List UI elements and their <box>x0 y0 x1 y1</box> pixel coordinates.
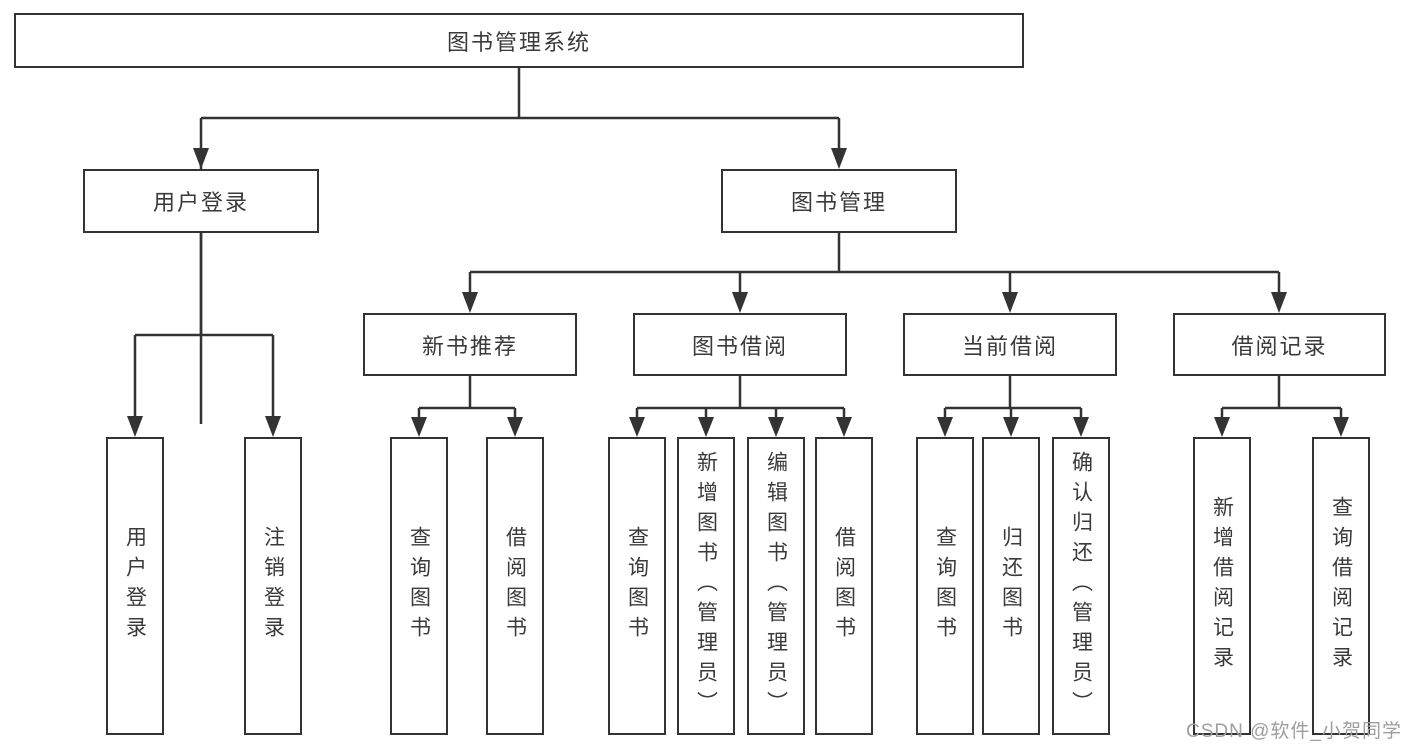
leaf-user-login: 用户登录 <box>106 437 164 735</box>
leaf-query-books-borrowing: 查询图书 <box>608 437 666 735</box>
connector-borrowing-records-branch <box>1214 376 1349 437</box>
node-root: 图书管理系统 <box>14 13 1024 68</box>
connector-root-to-level2 <box>193 68 847 424</box>
leaf-query-books-current: 查询图书 <box>916 437 974 735</box>
leaf-return-books: 归还图书 <box>982 437 1040 735</box>
leaf-confirm-return-admin: 确认归还（管理员） <box>1052 437 1110 735</box>
leaf-query-borrow-record: 查询借阅记录 <box>1312 437 1370 735</box>
node-book-management: 图书管理 <box>721 169 957 233</box>
connector-new-book-branch <box>411 376 523 437</box>
leaf-add-books-admin: 新增图书（管理员） <box>677 437 735 735</box>
leaf-logout: 注销登录 <box>244 437 302 735</box>
node-current-borrowing: 当前借阅 <box>903 313 1117 376</box>
connector-book-management-branch <box>462 233 1287 313</box>
watermark-text: CSDN @软件_小贺同学 <box>1186 721 1402 742</box>
node-user-login: 用户登录 <box>83 169 319 233</box>
node-borrowing-records: 借阅记录 <box>1173 313 1386 376</box>
leaf-add-borrow-record: 新增借阅记录 <box>1193 437 1251 735</box>
leaf-borrow-books-recommend: 借阅图书 <box>486 437 544 735</box>
node-new-book-recommendation: 新书推荐 <box>363 313 577 376</box>
leaf-borrow-books-borrowing: 借阅图书 <box>815 437 873 735</box>
node-book-borrowing: 图书借阅 <box>633 313 847 376</box>
leaf-edit-books-admin: 编辑图书（管理员） <box>747 437 805 735</box>
connector-user-login-branch <box>127 233 281 437</box>
leaf-query-books-recommend: 查询图书 <box>390 437 448 735</box>
connector-current-borrowing-branch <box>937 376 1089 437</box>
connector-book-borrowing-branch <box>629 376 852 437</box>
